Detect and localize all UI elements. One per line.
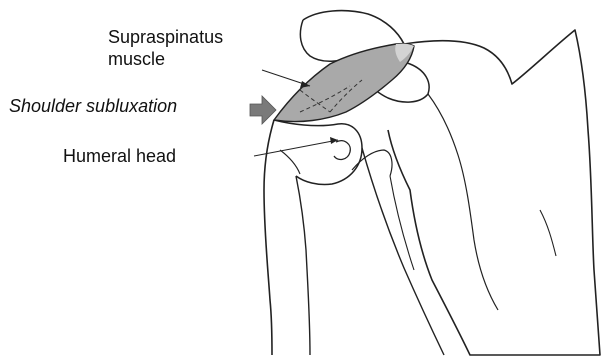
- humeral-head: [274, 120, 362, 185]
- supraspinatus-label-line2: muscle: [108, 48, 223, 70]
- humerus-left-edge: [264, 120, 274, 355]
- scapula-blade-edge: [540, 210, 556, 256]
- subluxation-arrow: [250, 96, 276, 124]
- supraspinatus-leader: [262, 70, 310, 88]
- shoulder-subluxation-label: Shoulder subluxation: [9, 95, 177, 117]
- scapula-inner-line: [428, 94, 498, 310]
- humeral-neck-inner: [352, 150, 392, 176]
- glenoid-cavity: [334, 141, 350, 160]
- humeral-head-label: Humeral head: [63, 145, 176, 167]
- scapula-lateral-border: [362, 148, 444, 355]
- humerus-right-edge: [296, 176, 310, 355]
- humerus-tuberosity: [280, 150, 300, 174]
- humeral-head-leader: [254, 137, 338, 156]
- supraspinatus-label: Supraspinatus muscle: [108, 26, 223, 70]
- supraspinatus-label-line1: Supraspinatus: [108, 26, 223, 48]
